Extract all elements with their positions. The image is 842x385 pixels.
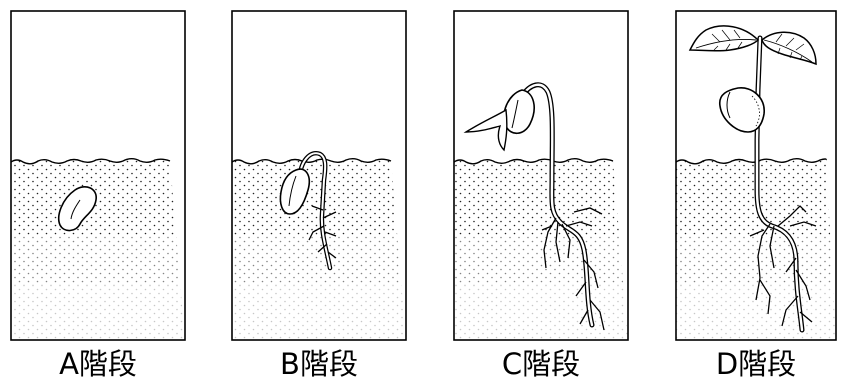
bean-seed	[279, 168, 311, 215]
soil-surface	[231, 158, 392, 165]
stage-b-label: B階段	[280, 347, 358, 381]
panel-c	[453, 10, 629, 341]
bean-seed	[58, 186, 97, 232]
soil-surface	[675, 158, 827, 165]
cotyledon	[503, 89, 535, 135]
cotyledon	[718, 87, 765, 133]
roots	[749, 205, 817, 327]
young-leaf	[463, 108, 508, 152]
stage-a-label: A階段	[59, 347, 137, 381]
roots	[308, 205, 337, 259]
panel-a	[10, 10, 186, 341]
stage-c-label: C階段	[501, 347, 581, 381]
roots	[541, 207, 605, 331]
panel-b	[231, 10, 407, 341]
soil-surface	[453, 158, 614, 165]
panel-d	[675, 10, 837, 341]
stage-d-label: D階段	[715, 347, 797, 381]
